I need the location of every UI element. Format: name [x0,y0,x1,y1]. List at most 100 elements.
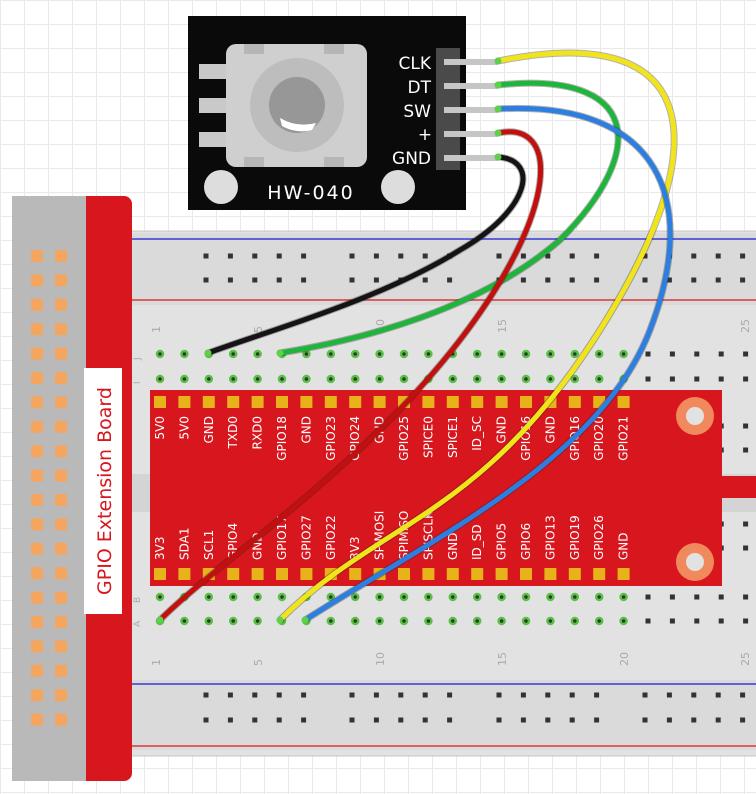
rail-hole [740,277,746,283]
breadboard-hole [669,618,675,624]
column-number-bottom: 10 [374,652,387,666]
wire-sw [302,105,673,623]
breadboard-hole [350,616,360,626]
ribbon-pin [31,616,43,628]
header-pin [178,396,191,408]
rail-hole [594,253,600,259]
encoder-knob[interactable] [269,77,325,133]
wire-endpoint [156,616,164,624]
rail-hole [301,253,307,259]
gpio-label: GPIO26 [592,515,606,560]
rotary-encoder-module: HW-040 CLK DT SW + GND [188,16,498,210]
header-pin [300,568,313,580]
header-pin [446,396,459,408]
rail-hole [422,253,428,259]
breadboard-hole [302,349,311,359]
rail-hole [642,717,648,723]
breadboard-hole [497,374,506,384]
breadboard-hole [570,349,580,359]
header-pin [227,568,240,580]
rail-hole [496,253,502,259]
rail-hole [666,277,672,283]
wire-dt [277,80,621,356]
extension-board-title: GPIO Extension Board [94,387,116,595]
rail-hole [642,253,648,259]
ribbon-pin [31,323,43,336]
rail-hole [691,277,697,283]
rail-hole [203,253,209,259]
wire-endpoint [494,81,502,89]
breadboard-hole [180,374,189,384]
header-pin [276,396,288,408]
breadboard-hole [669,351,675,357]
column-number-bottom: 1 [150,659,163,666]
gpio-label: SDA1 [177,528,191,561]
gpio-label: 5V0 [153,416,167,439]
column-number-top: 1 [150,326,163,333]
gpio-label: GPIO22 [324,515,338,560]
breadboard-hole [277,374,287,384]
header-pin [227,396,240,408]
gpio-label: GPIO25 [397,416,411,461]
ribbon-pin [31,445,43,458]
breadboard-hole [718,618,724,624]
ribbon-pin [31,347,43,360]
breadboard-hole [694,376,700,382]
breadboard-hole [180,349,189,359]
ribbon-pin [55,445,67,458]
row-letter: A [133,620,143,627]
breadboard-hole [253,616,262,626]
ribbon-pin [55,494,67,506]
pin-label-clk: CLK [399,54,432,74]
module-label: HW-040 [267,182,354,204]
breadboard-hole [594,349,604,359]
module-pin [444,131,498,137]
breadboard-hole [424,592,433,602]
header-pin [373,396,386,408]
wire-endpoint [494,105,502,113]
ribbon-pin [55,518,67,531]
header-pin [251,568,264,580]
rail-hole [398,717,404,723]
header-pin [471,568,484,580]
ribbon-pin [31,542,43,555]
header-pin [422,568,435,580]
gpio-label: SCL1 [202,530,216,560]
pin-label-sw: SW [403,102,431,122]
rail-hole [276,717,282,723]
pin-label-plus: + [418,125,432,145]
rail-hole [594,692,600,698]
breadboard-hole [694,351,700,357]
breadboard-hole [228,616,238,626]
header-pin [276,568,288,580]
rail-hole [569,253,575,259]
breadboard-hole [669,376,675,382]
rail-hole [594,717,600,723]
rail-hole [496,717,502,723]
breadboard-hole [399,616,409,626]
breadboard-hole [277,592,287,602]
breadboard-hole [619,616,628,626]
gpio-label: GPIO23 [324,416,338,461]
rail-hole [666,717,672,723]
breadboard-hole [546,616,555,626]
rail-hole [203,692,209,698]
column-number-top: 15 [496,319,509,333]
breadboard-hole [645,351,651,357]
rail-hole [373,717,379,723]
breadboard-hole [253,349,262,359]
ribbon-pin [55,298,67,311]
rail-hole [422,692,428,698]
rail-hole [227,717,233,723]
breadboard-hole [375,349,384,359]
breadboard-hole [350,349,360,359]
gpio-label: GPIO19 [568,515,582,560]
column-number-bottom: 5 [252,659,265,666]
breadboard-hole [645,376,651,382]
ribbon-pin [31,640,43,653]
gpio-label: GND [495,416,509,444]
breadboard-hole [743,447,749,453]
breadboard-hole [448,374,458,384]
header-pin [202,396,215,408]
wire-endpoint [494,129,502,137]
